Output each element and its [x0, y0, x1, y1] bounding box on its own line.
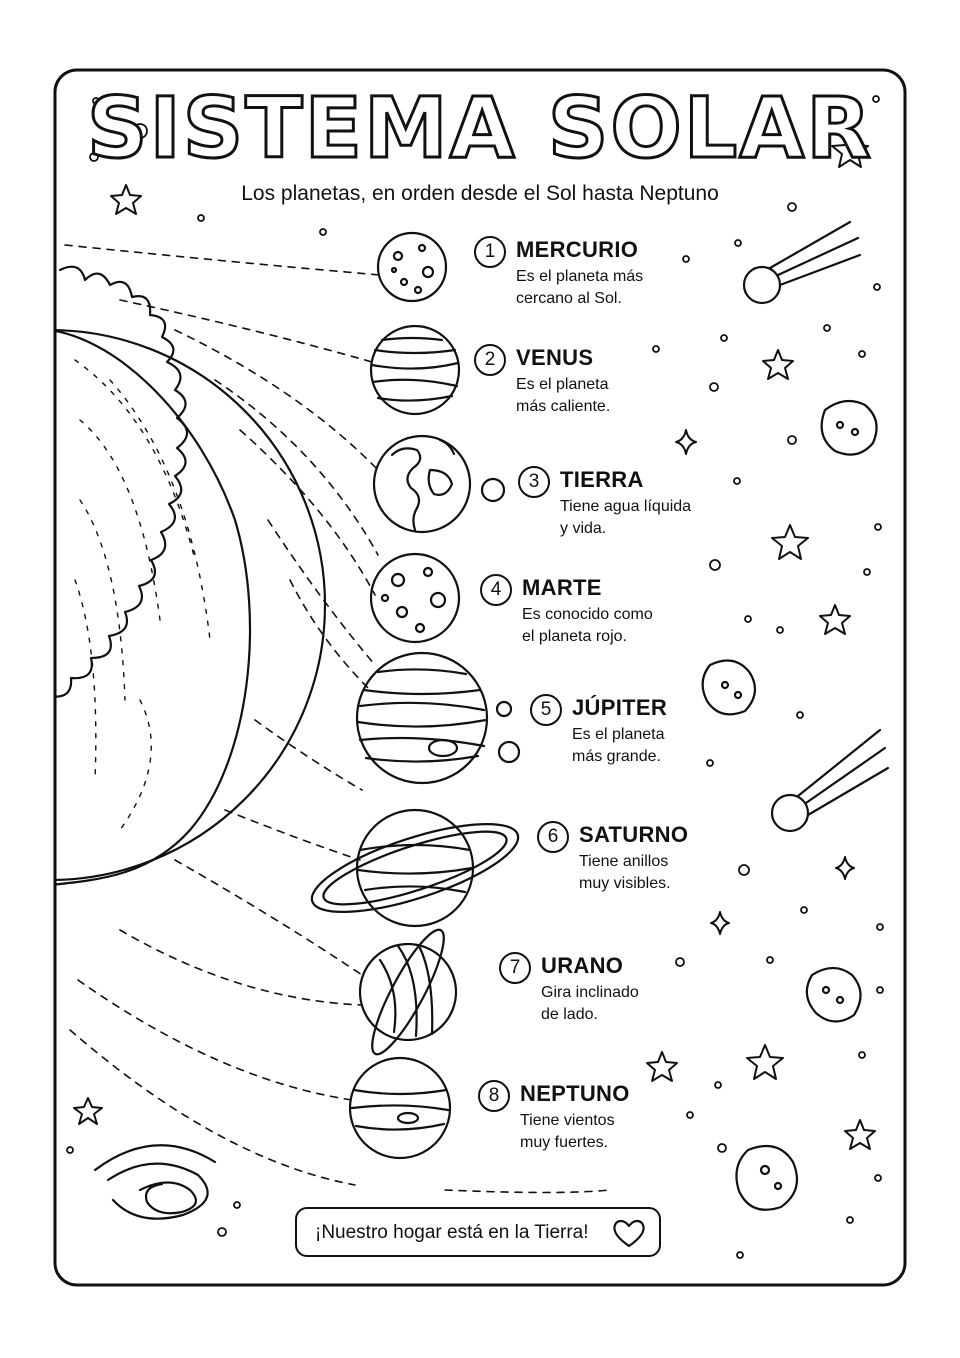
star-icon	[771, 524, 809, 560]
orbit-lines	[64, 244, 611, 1194]
planet-number: 4	[480, 574, 512, 606]
star-icon	[73, 1097, 103, 1125]
sparkle-icon	[675, 429, 697, 455]
heart-icon	[613, 1219, 645, 1248]
planet-number: 6	[537, 821, 569, 853]
star-icon	[831, 132, 869, 168]
planet-name: VENUS	[516, 345, 594, 370]
footer-banner: ¡Nuestro hogar está en la Tierra!	[295, 1207, 661, 1257]
asteroid-icon	[820, 399, 878, 456]
page-frame	[53, 68, 907, 1287]
uranus-illustration	[358, 928, 458, 1056]
planet-name: TIERRA	[560, 467, 644, 492]
planet-name: JÚPITER	[572, 695, 668, 720]
comet-icon	[742, 220, 862, 305]
saturn-illustration	[310, 808, 520, 928]
asteroid-icon	[735, 1144, 799, 1211]
planet-name: NEPTUNO	[520, 1081, 630, 1106]
star-icon	[762, 349, 794, 380]
planet-name: SATURNO	[579, 822, 689, 847]
comet-icon	[770, 728, 890, 833]
planet-number: 7	[499, 952, 531, 984]
star-icon	[844, 1119, 876, 1150]
planet-number: 8	[478, 1080, 510, 1112]
planet-number: 5	[530, 694, 562, 726]
planet-number: 1	[474, 236, 506, 268]
jupiter-illustration	[355, 651, 521, 785]
mercury-illustration	[376, 231, 448, 303]
star-icons	[73, 132, 876, 1150]
page-subtitle: Los planetas, en orden desde el Sol hast…	[241, 182, 719, 205]
sparkle-icon	[710, 911, 730, 935]
asteroid-icon	[701, 659, 757, 716]
sun-illustration	[55, 265, 327, 887]
asteroid-icon	[805, 966, 862, 1023]
dot-stars	[66, 95, 884, 1259]
star-icon	[110, 184, 142, 215]
star-icon	[646, 1051, 678, 1082]
planet-name: URANO	[541, 953, 624, 978]
planet-number: 2	[474, 344, 506, 376]
venus-illustration	[369, 324, 461, 416]
star-icon	[746, 1044, 784, 1080]
earth-illustration	[372, 434, 506, 534]
planet-number: 3	[518, 466, 550, 498]
page-title: SISTEMA SOLAR	[86, 79, 873, 177]
neptune-illustration	[348, 1056, 452, 1160]
sparkle-icon	[835, 856, 855, 880]
star-icon	[819, 604, 851, 635]
sun-flames	[55, 265, 189, 734]
mars-illustration	[369, 552, 461, 644]
planet-name: MERCURIO	[516, 237, 639, 262]
galaxy-icon	[93, 1144, 217, 1220]
planet-name: MARTE	[522, 575, 602, 600]
footer-text: ¡Nuestro hogar está en la Tierra!	[315, 1222, 589, 1243]
